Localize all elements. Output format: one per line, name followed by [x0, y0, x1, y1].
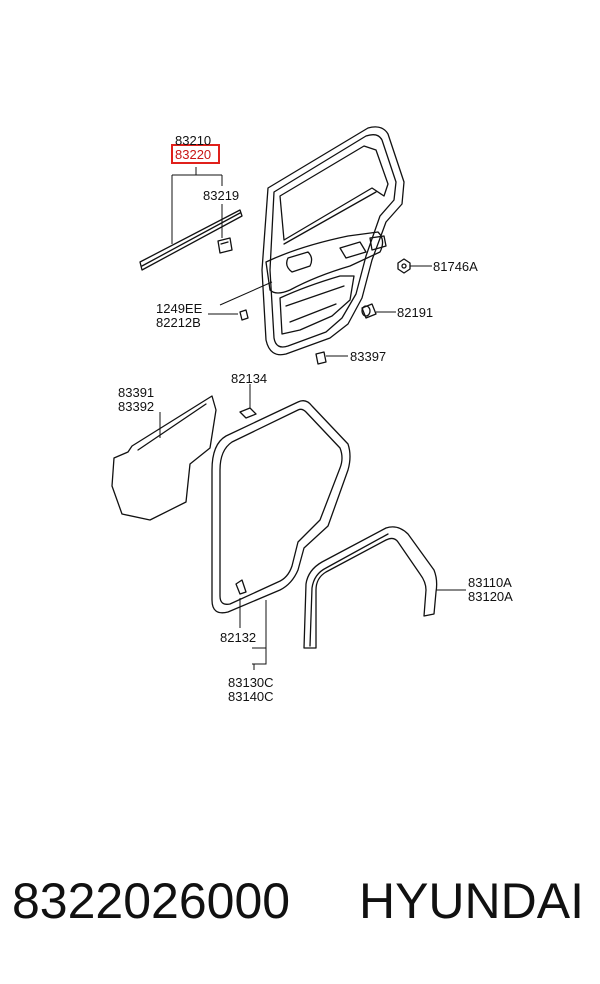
label-83110A: 83110A [468, 575, 512, 590]
label-83130C: 83130C [228, 675, 274, 690]
label-83219: 83219 [203, 188, 239, 203]
brand-name: HYUNDAI [358, 873, 584, 929]
plug-82191 [361, 303, 377, 319]
label-82132: 82132 [220, 630, 256, 645]
door-belt-molding [139, 209, 243, 271]
label-83210: 83210 [175, 133, 211, 148]
label-83140C: 83140C [228, 689, 274, 704]
door-weatherstrip [211, 400, 351, 614]
label-1249EE: 1249EE [156, 301, 203, 316]
leader-lines [159, 167, 466, 670]
footer: 8322026000 HYUNDAI [0, 872, 600, 952]
door-opening-trim [303, 526, 438, 649]
parts-diagram: 83210 83220 83219 81746A 1249EE 82212B 8… [111, 126, 513, 704]
screw-1249EE [239, 309, 249, 321]
clip-82134 [239, 407, 257, 419]
label-83391: 83391 [118, 385, 154, 400]
label-82212B: 82212B [156, 315, 201, 330]
label-81746A: 81746A [433, 259, 478, 274]
label-83392: 83392 [118, 399, 154, 414]
clip-83397 [315, 351, 327, 365]
part-number: 8322026000 [12, 873, 291, 929]
label-83397: 83397 [350, 349, 386, 364]
nut-81746A [397, 258, 411, 274]
label-83120A: 83120A [468, 589, 513, 604]
label-83220: 83220 [175, 147, 211, 162]
clip-82132 [235, 579, 247, 595]
selected-part-highlight [171, 144, 220, 164]
label-82134: 82134 [231, 371, 267, 386]
rear-door-panel [261, 126, 405, 356]
label-82191: 82191 [397, 305, 433, 320]
molding-clip [217, 237, 233, 254]
door-seal-sheet [111, 395, 217, 521]
